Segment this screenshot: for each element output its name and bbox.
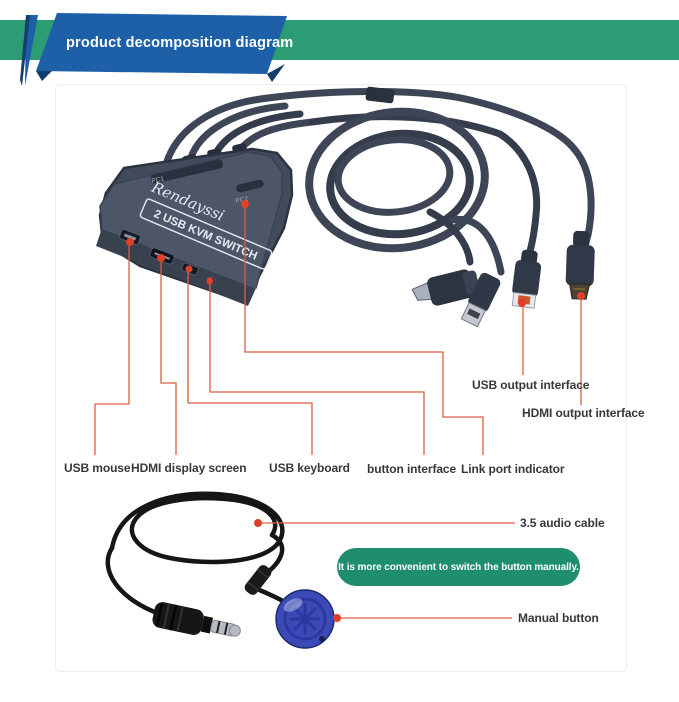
button-star-emblem bbox=[289, 603, 321, 635]
inline-connector bbox=[244, 565, 272, 595]
leader-link-port bbox=[244, 206, 484, 455]
audio-jack-plug bbox=[152, 602, 241, 637]
cable-coil-inner bbox=[334, 136, 454, 216]
device-pc1-label: PC1 bbox=[151, 175, 165, 185]
leader-markers bbox=[126, 200, 585, 622]
device-slot-2 bbox=[236, 179, 264, 193]
callout-audio-cable: 3.5 audio cable bbox=[520, 516, 605, 530]
leader-usb-keyboard bbox=[187, 271, 313, 455]
manual-button-photo bbox=[275, 589, 335, 649]
banner-fold-right bbox=[267, 64, 285, 82]
callout-button-interface: button interface bbox=[367, 462, 457, 476]
banner-fold-left bbox=[36, 71, 52, 81]
device-pc2-label: PC2 bbox=[235, 195, 249, 205]
device-top-face bbox=[99, 151, 283, 289]
usb-output-plug bbox=[511, 249, 542, 309]
callout-usb-output: USB output interface bbox=[472, 378, 590, 392]
callout-manual-button: Manual button bbox=[518, 611, 599, 625]
leader-hdmi-display bbox=[160, 260, 177, 455]
callout-link-port: Link port indicator bbox=[461, 462, 565, 476]
callout-hdmi-output: HDMI output interface bbox=[522, 406, 645, 420]
cable-coil-outer bbox=[305, 107, 489, 253]
leader-button-interface bbox=[209, 283, 425, 455]
callout-usb-keyboard: USB keyboard bbox=[269, 461, 350, 475]
ribbon-left-sliver-shadow bbox=[20, 15, 30, 86]
ribbon-left-sliver bbox=[25, 15, 38, 86]
cable-bundle bbox=[161, 86, 595, 276]
cable-binder bbox=[365, 86, 395, 104]
device-slot-1 bbox=[150, 159, 224, 184]
usb-plug-side bbox=[460, 272, 501, 328]
leader-usb-mouse bbox=[94, 245, 130, 455]
hdmi-output-plug bbox=[565, 230, 595, 300]
page-title: product decomposition diagram bbox=[66, 35, 294, 51]
cable-coil-mid bbox=[326, 129, 474, 239]
kvm-switch-device: PC1 PC2 Rendayssi 2 USB KVM SWITCH bbox=[96, 143, 294, 306]
audio-cable-assembly bbox=[105, 491, 335, 649]
output-connectors bbox=[411, 230, 595, 328]
banner-blue-plate bbox=[36, 13, 287, 74]
header-ribbon bbox=[0, 13, 679, 86]
note-text: It is more convenient to switch the butt… bbox=[338, 561, 579, 573]
note-pill: It is more convenient to switch the butt… bbox=[337, 548, 580, 586]
callout-usb-mouse: USB mouse bbox=[64, 461, 131, 475]
leader-lines bbox=[94, 206, 582, 619]
device-front-face bbox=[96, 228, 256, 306]
callout-hdmi-display: HDMI display screen bbox=[131, 461, 247, 475]
